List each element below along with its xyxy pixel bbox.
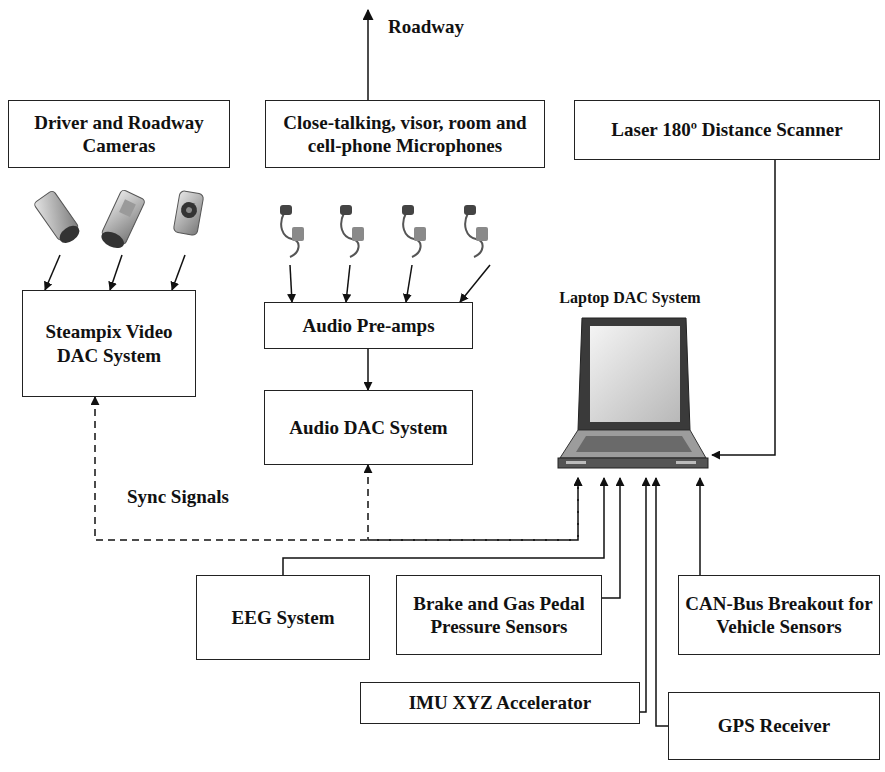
signal-connector [460,265,490,302]
edge-label: Sync Signals [125,486,231,509]
box-label: Steampix Video DAC System [29,320,189,366]
label-box: Driver and Roadway Cameras [8,100,230,168]
signal-connector [406,265,412,302]
pedal-sensor-box: Brake and Gas Pedal Pressure Sensors [396,575,602,655]
video-dac-box: Steampix Video DAC System [22,290,196,397]
label-box: Close-talking, visor, room and cell-phon… [265,100,545,168]
device-label: Laptop DAC System [548,288,712,308]
preamp-box: Audio Pre-amps [264,302,473,349]
signal-connector [640,478,646,712]
gps-box: GPS Receiver [668,692,880,760]
camera-group: Driver and Roadway Cameras [8,100,230,255]
laptop-illustration [558,318,708,468]
audio-dac-box: Audio DAC System [264,390,473,465]
scanner-box: Laser 180º Distance Scanner [574,100,880,160]
microphone-icon [464,205,488,257]
box-label: Audio Pre-amps [302,314,434,337]
box-label: CAN-Bus Breakout for Vehicle Sensors [685,592,873,638]
signal-connector [346,265,350,302]
box-label: IMU XYZ Accelerator [409,691,592,714]
box-label: Driver and Roadway Cameras [15,111,223,157]
signal-connector [45,255,60,290]
box-label: Laser 180º Distance Scanner [611,118,842,141]
signal-connector [699,478,701,575]
box-label: EEG System [232,606,335,629]
imu-box: IMU XYZ Accelerator [360,682,640,724]
box-label: Audio DAC System [289,416,447,439]
microphone-group: Close-talking, visor, room and cell-phon… [265,100,545,265]
roadway-arrow [367,10,369,100]
signal-connector [110,255,122,290]
eeg-box: EEG System [196,575,370,660]
signal-connector [656,478,668,726]
microphone-icon [402,205,426,257]
camera-icon [33,190,83,247]
sync-connector [95,397,578,540]
box-label: Brake and Gas Pedal Pressure Sensors [403,592,595,638]
camera-icon [173,190,204,236]
microphone-icon [340,205,364,257]
box-label: Close-talking, visor, room and cell-phon… [272,111,538,157]
signal-connector [283,478,604,575]
camera-icon [98,189,146,252]
signal-connector [290,265,292,302]
signal-connector [602,478,620,598]
laptop-node: Laptop DAC System [548,288,712,478]
signal-connector [712,160,775,455]
sync-connector [368,465,578,540]
signal-connector [172,255,185,290]
box-label: GPS Receiver [718,714,830,737]
direction-label: Roadway [386,16,466,39]
microphone-icon [280,205,304,257]
canbus-box: CAN-Bus Breakout for Vehicle Sensors [678,575,880,655]
signal-connector [367,349,369,390]
